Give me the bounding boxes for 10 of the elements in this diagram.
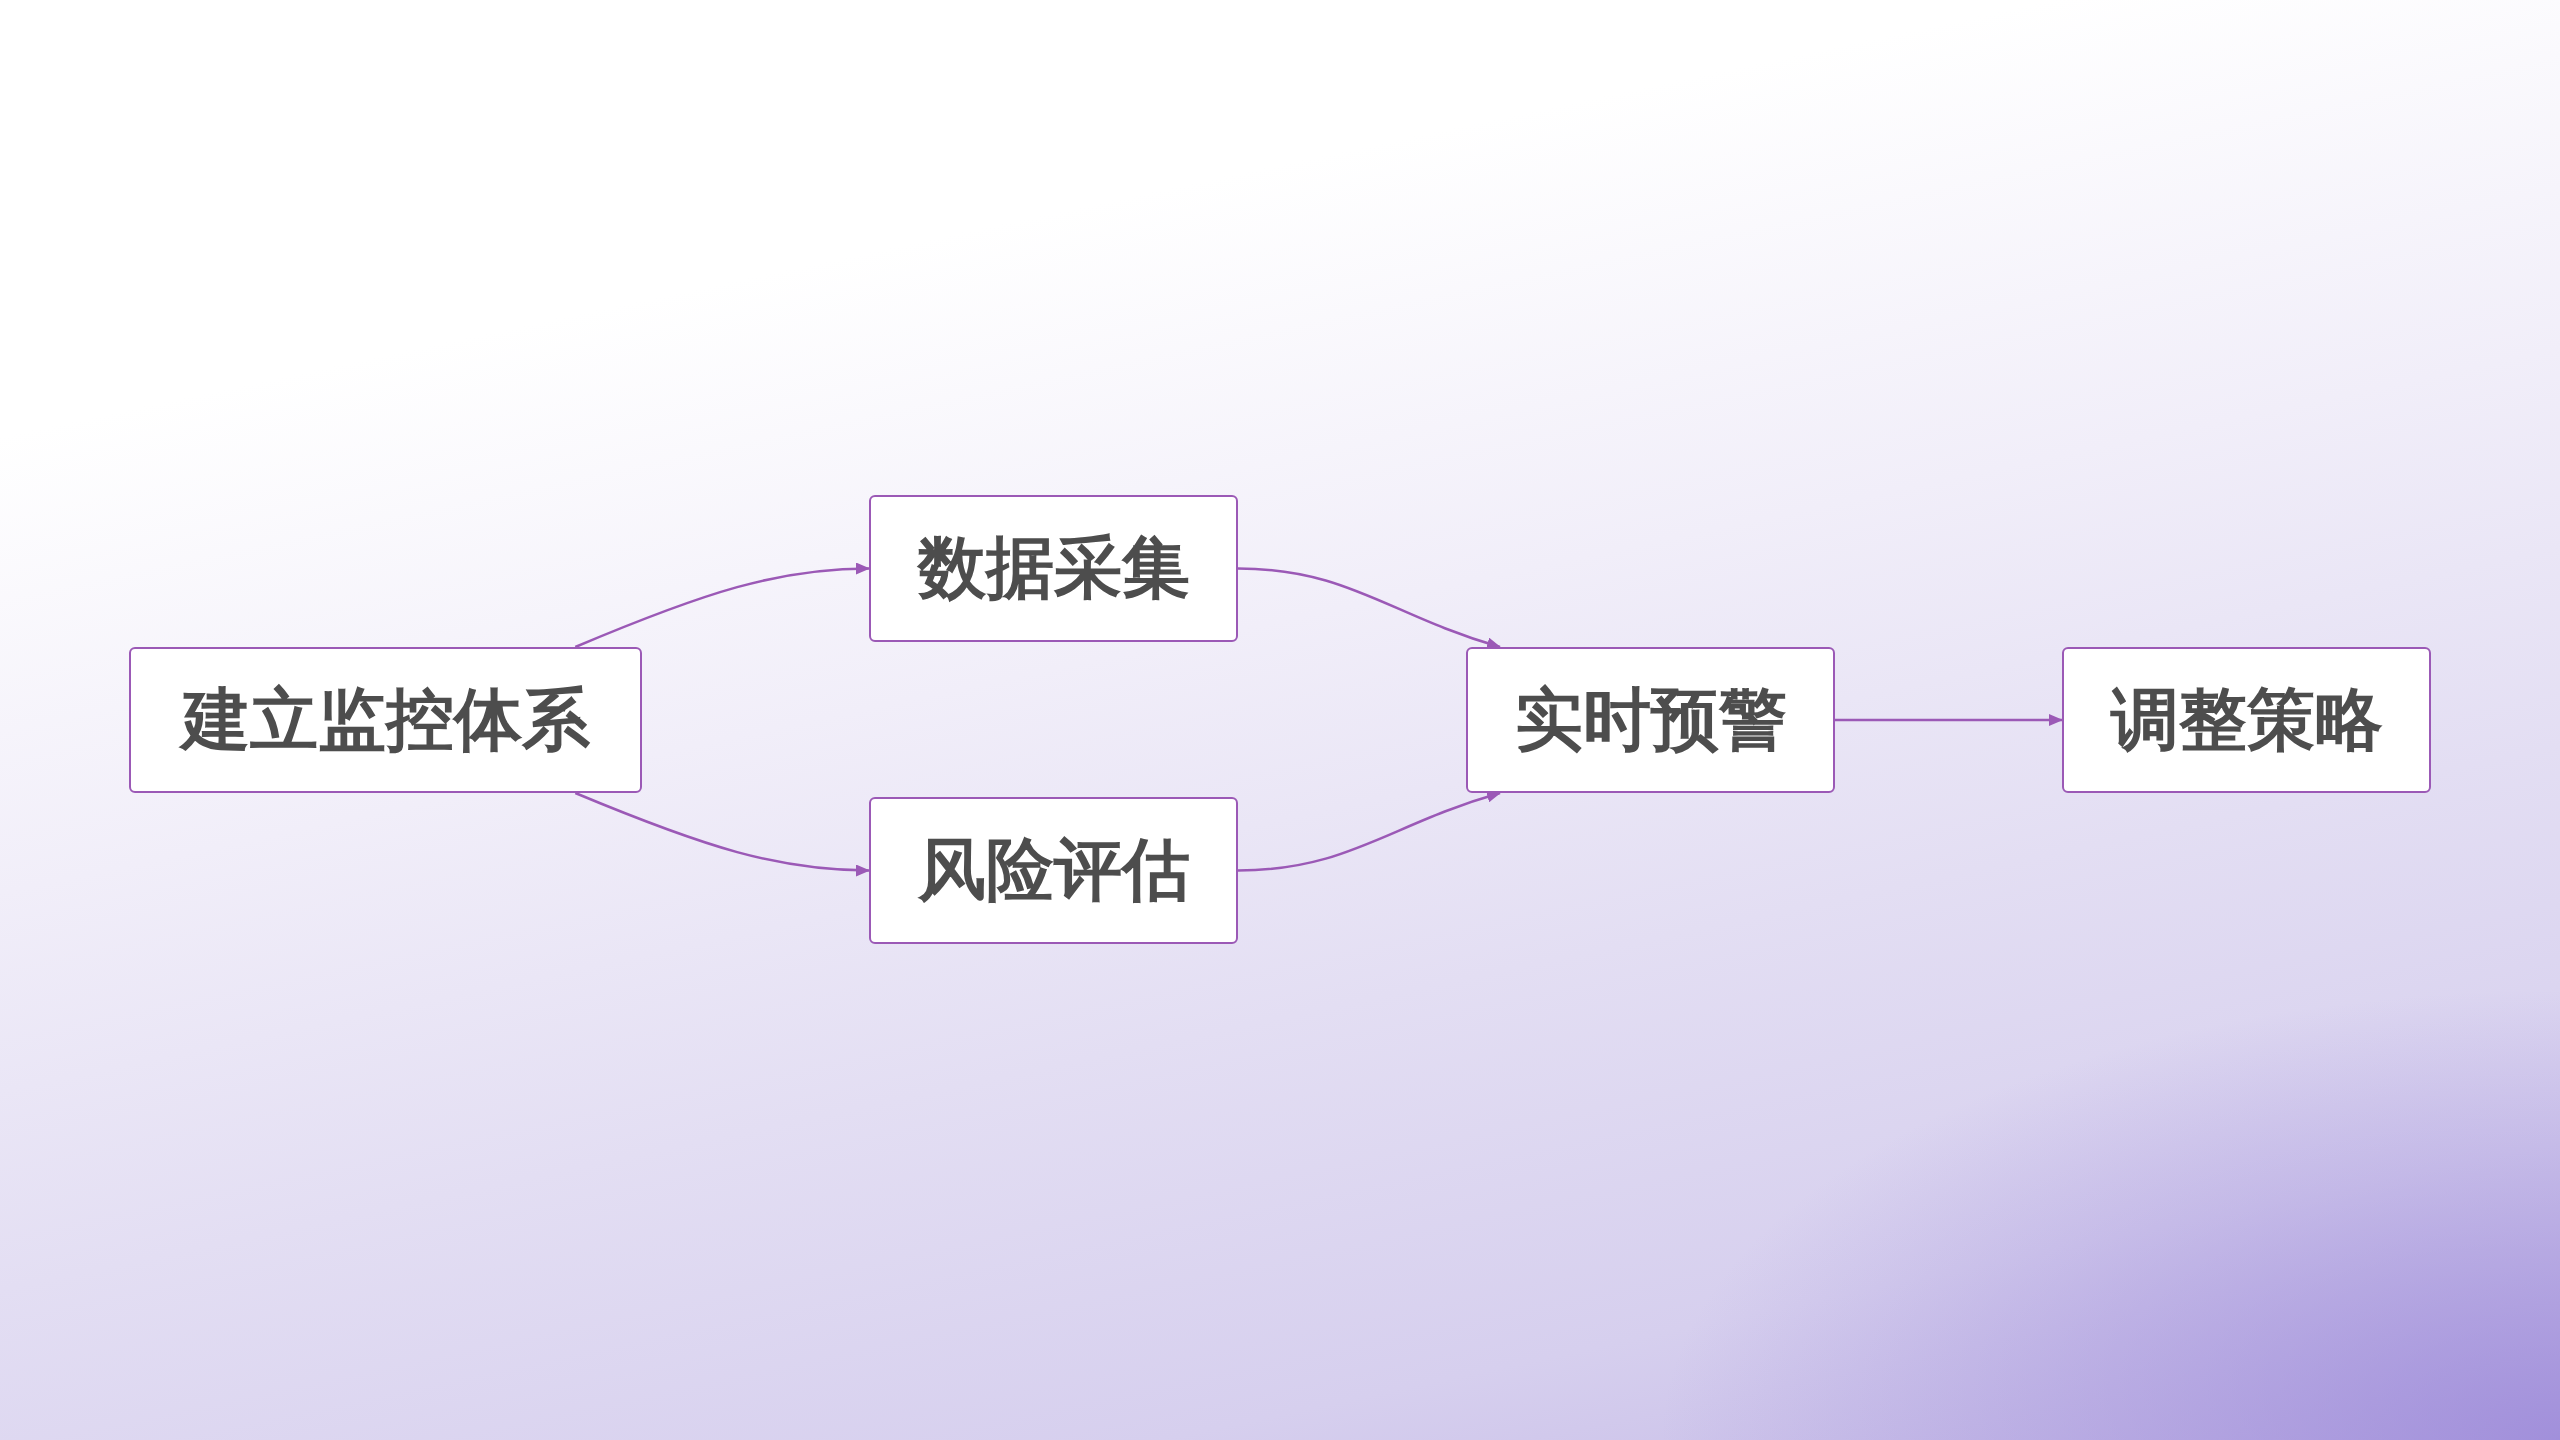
arrow [1835, 714, 2063, 726]
arrow [574, 562, 870, 649]
process-box: 数据采集 [869, 495, 1238, 642]
arrow [574, 791, 870, 877]
process-box: 风险评估 [869, 797, 1238, 944]
process-box: 调整策略 [2062, 647, 2431, 793]
process-box: 实时预警 [1466, 647, 1835, 793]
arrow [1237, 791, 1501, 872]
process-box: 建立监控体系 [129, 647, 642, 793]
arrow [1237, 567, 1501, 649]
